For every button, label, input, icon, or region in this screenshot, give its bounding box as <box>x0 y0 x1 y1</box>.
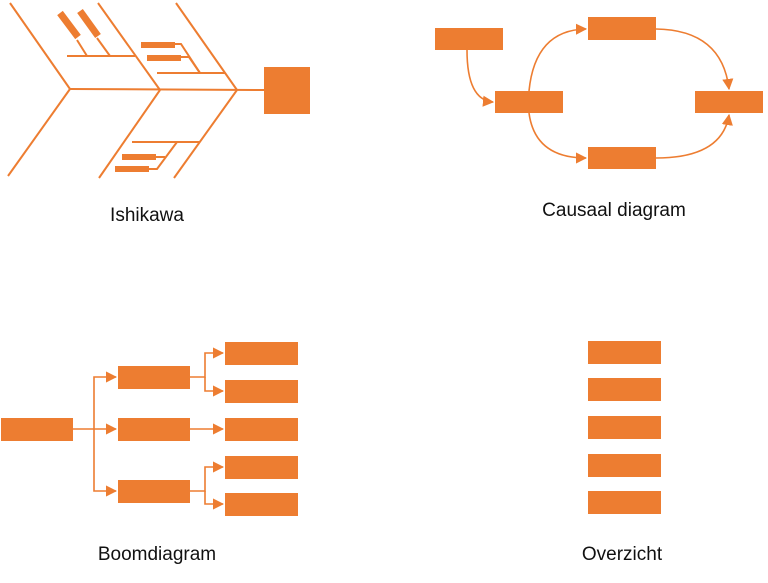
sub-bone <box>76 39 88 57</box>
fish-head-box <box>264 67 310 114</box>
overview-diagram <box>588 341 661 514</box>
cause-box <box>122 154 156 160</box>
tree-diagram <box>1 342 298 516</box>
bone <box>97 2 161 91</box>
causal-node <box>495 91 563 113</box>
causal-node <box>588 17 656 40</box>
cause-box <box>147 55 181 61</box>
cause-box <box>115 166 149 172</box>
ishikawa-diagram <box>7 2 267 179</box>
tree-node <box>225 342 298 365</box>
arrow <box>204 377 225 397</box>
arrow <box>190 347 225 378</box>
bone <box>9 2 71 90</box>
overview-item <box>588 378 661 401</box>
arrow <box>528 112 588 164</box>
ishikawa-boxes <box>57 8 310 172</box>
sub-bone <box>96 37 111 57</box>
tree-node <box>225 456 298 479</box>
sub-bone <box>149 141 178 170</box>
overview-item <box>588 491 661 514</box>
arrow <box>528 23 588 92</box>
causal-diagram <box>435 17 763 169</box>
bone <box>173 89 238 179</box>
cause-box <box>77 8 101 39</box>
tree-label: Boomdiagram <box>97 544 217 565</box>
overview-item <box>588 454 661 477</box>
bone <box>175 2 238 91</box>
tree-node <box>118 480 190 503</box>
causal-label: Causaal diagram <box>542 200 686 221</box>
tree-node <box>225 380 298 403</box>
cause-box <box>141 42 175 48</box>
arrow <box>466 49 495 107</box>
bone <box>7 88 71 177</box>
bone <box>98 89 161 179</box>
overview-label: Overzicht <box>581 544 663 565</box>
arrow <box>204 491 225 510</box>
tree-node <box>118 366 190 389</box>
ishikawa-label: Ishikawa <box>110 205 184 226</box>
arrow <box>655 28 734 91</box>
tree-node <box>118 418 190 441</box>
arrow <box>93 371 118 429</box>
fish-spine <box>69 88 267 91</box>
overview-item <box>588 416 661 439</box>
cause-box <box>57 10 81 40</box>
arrow <box>655 113 733 159</box>
causal-node <box>588 147 656 169</box>
causal-node <box>435 28 503 50</box>
causal-node <box>695 91 763 113</box>
sub-bone <box>181 56 201 74</box>
overview-item <box>588 341 661 364</box>
arrow <box>190 461 225 492</box>
tree-node <box>225 493 298 516</box>
tree-node <box>1 418 73 441</box>
tree-node <box>225 418 298 441</box>
arrow <box>93 429 118 497</box>
